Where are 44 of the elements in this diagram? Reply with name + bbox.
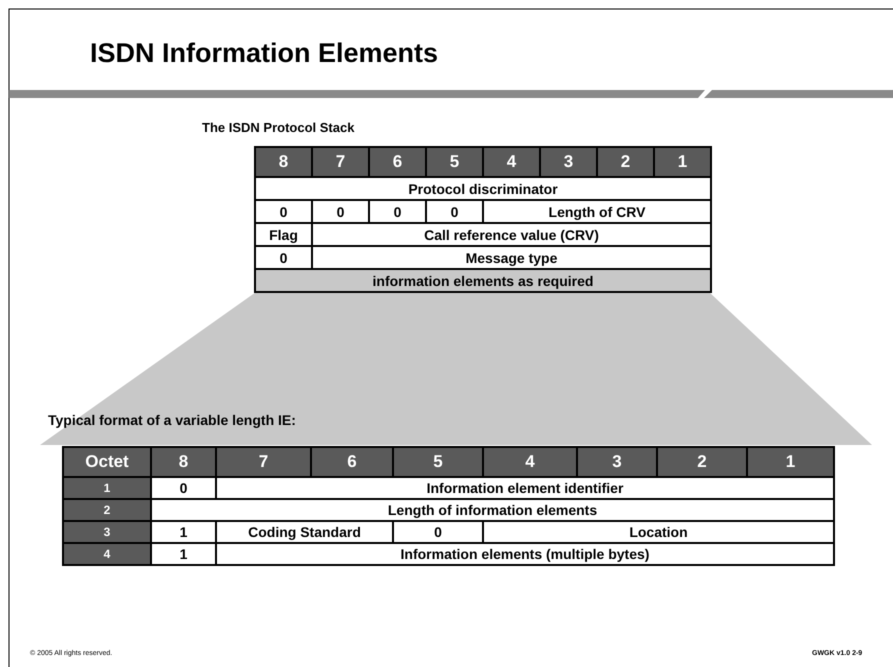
column-header: 5 [394,448,482,476]
column-header: 8 [256,148,311,176]
column-header: 6 [312,448,392,476]
table-cell: Protocol discriminator [256,178,710,199]
column-header: 7 [217,448,310,476]
column-header: 8 [152,448,215,476]
column-header: 2 [598,148,653,176]
table-cell: Length of information elements [152,500,833,520]
column-header: 6 [370,148,425,176]
column-header: 3 [578,448,656,476]
table-cell: 0 [394,522,482,542]
row-number: 3 [64,522,150,542]
table-cell: 0 [256,247,311,268]
table-cell: Call reference value (CRV) [313,224,710,245]
column-header: 1 [748,448,833,476]
table-cell: Location [484,522,833,542]
table-cell: 1 [152,522,215,542]
column-header: 5 [427,148,482,176]
slide-title: ISDN Information Elements [90,38,438,69]
table-cell: 0 [313,201,368,222]
column-header: Octet [64,448,150,476]
table-cell: information elements as required [256,270,710,291]
row-number: 2 [64,500,150,520]
column-header: 7 [313,148,368,176]
column-header: 3 [541,148,596,176]
table-cell: Message type [313,247,710,268]
table-cell: Coding Standard [217,522,392,542]
column-header: 2 [658,448,746,476]
table-cell: 0 [427,201,482,222]
row-number: 4 [64,544,150,564]
table-heading: The ISDN Protocol Stack [202,120,354,135]
table-cell: 0 [256,201,311,222]
table-cell: 0 [370,201,425,222]
table-cell: Information element identifier [217,478,833,498]
column-header: 4 [484,148,539,176]
row-number: 1 [64,478,150,498]
column-header: 1 [655,148,710,176]
column-header: 4 [484,448,576,476]
table-heading: Typical format of a variable length IE: [48,412,296,428]
table-cell: Information elements (multiple bytes) [217,544,833,564]
table-cell: 0 [152,478,215,498]
table-cell: Flag [256,224,311,245]
table-cell: 1 [152,544,215,564]
table-cell: Length of CRV [484,201,710,222]
